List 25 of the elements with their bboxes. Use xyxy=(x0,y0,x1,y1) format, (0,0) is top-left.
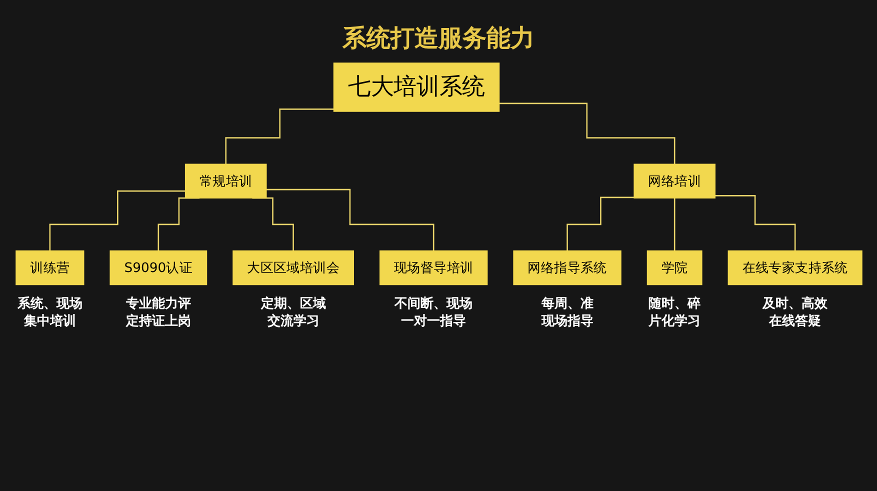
title: 系统打造服务能力 xyxy=(341,23,536,54)
node-caption: 不间断、现场一对一指导 xyxy=(394,296,472,330)
connector xyxy=(566,196,634,252)
node-box: 现场督导培训 xyxy=(379,250,488,286)
node-box: 训练营 xyxy=(15,250,84,286)
connector xyxy=(224,108,334,165)
connector xyxy=(714,195,796,252)
node-box: 大区区域培训会 xyxy=(232,250,354,286)
node-caption: 及时、高效在线答疑 xyxy=(762,296,828,330)
connector xyxy=(48,190,185,252)
node-caption: 随时、碎片化学习 xyxy=(648,296,700,330)
node-caption: 专业能力评定持证上岗 xyxy=(125,296,190,330)
node-box: 常规培训 xyxy=(184,164,266,198)
node-box: 七大培训系统 xyxy=(332,62,500,112)
node-box: S9090认证 xyxy=(109,250,207,286)
connector xyxy=(498,102,675,165)
node-caption: 定期、区域交流学习 xyxy=(260,296,326,330)
node-box: 网络指导系统 xyxy=(512,250,621,286)
node-box: 学院 xyxy=(646,250,702,286)
node-box: 在线专家支持系统 xyxy=(727,250,862,286)
node-caption: 每周、准现场指导 xyxy=(540,296,593,330)
connector xyxy=(673,197,675,252)
node-box: 网络培训 xyxy=(633,164,715,198)
connector xyxy=(266,188,434,252)
node-caption: 系统、现场集中培训 xyxy=(16,296,82,330)
